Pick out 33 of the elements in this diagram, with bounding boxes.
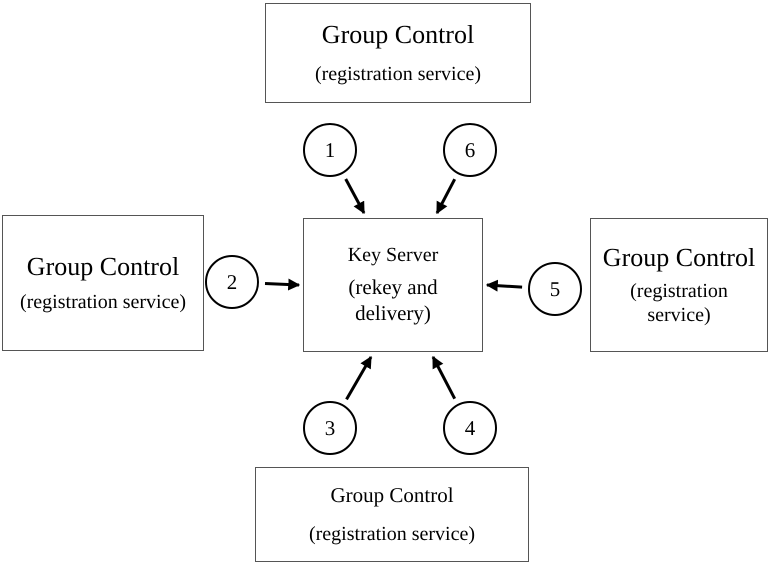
- step-circle: [303, 401, 357, 455]
- arrow: [264, 278, 300, 291]
- step-number: 6: [464, 140, 476, 160]
- box-title: Group Control: [26, 252, 180, 282]
- box-title: Group Control: [330, 483, 454, 508]
- control-box: [255, 467, 529, 562]
- box-subtitle: (rekey and delivery): [347, 275, 439, 326]
- arrow: [436, 178, 456, 214]
- arrow: [486, 280, 522, 292]
- control-box: [590, 218, 768, 352]
- step-circle: [528, 262, 582, 316]
- step-number: 3: [324, 418, 336, 438]
- step-circle: [443, 401, 497, 455]
- step-circle: [443, 123, 497, 177]
- step-circle: [303, 123, 357, 177]
- arrow: [432, 356, 456, 400]
- box-title: Group Control: [322, 20, 474, 50]
- step-circle: [205, 255, 259, 309]
- box-subtitle: (registration service): [314, 62, 482, 86]
- box-title: Key Server: [348, 244, 438, 268]
- control-box: [2, 215, 204, 351]
- control-box: [265, 3, 531, 103]
- box-subtitle: (registration service): [308, 522, 476, 546]
- arrow: [345, 356, 372, 400]
- arrow: [344, 178, 366, 214]
- step-number: 1: [324, 140, 336, 160]
- box-subtitle: (registration service): [629, 278, 729, 327]
- step-number: 5: [550, 278, 560, 300]
- step-number: 4: [464, 418, 476, 438]
- server-box: [303, 218, 483, 352]
- box-title: Group Control: [602, 243, 756, 273]
- step-number: 2: [226, 272, 238, 292]
- box-subtitle: (registration service): [20, 290, 186, 314]
